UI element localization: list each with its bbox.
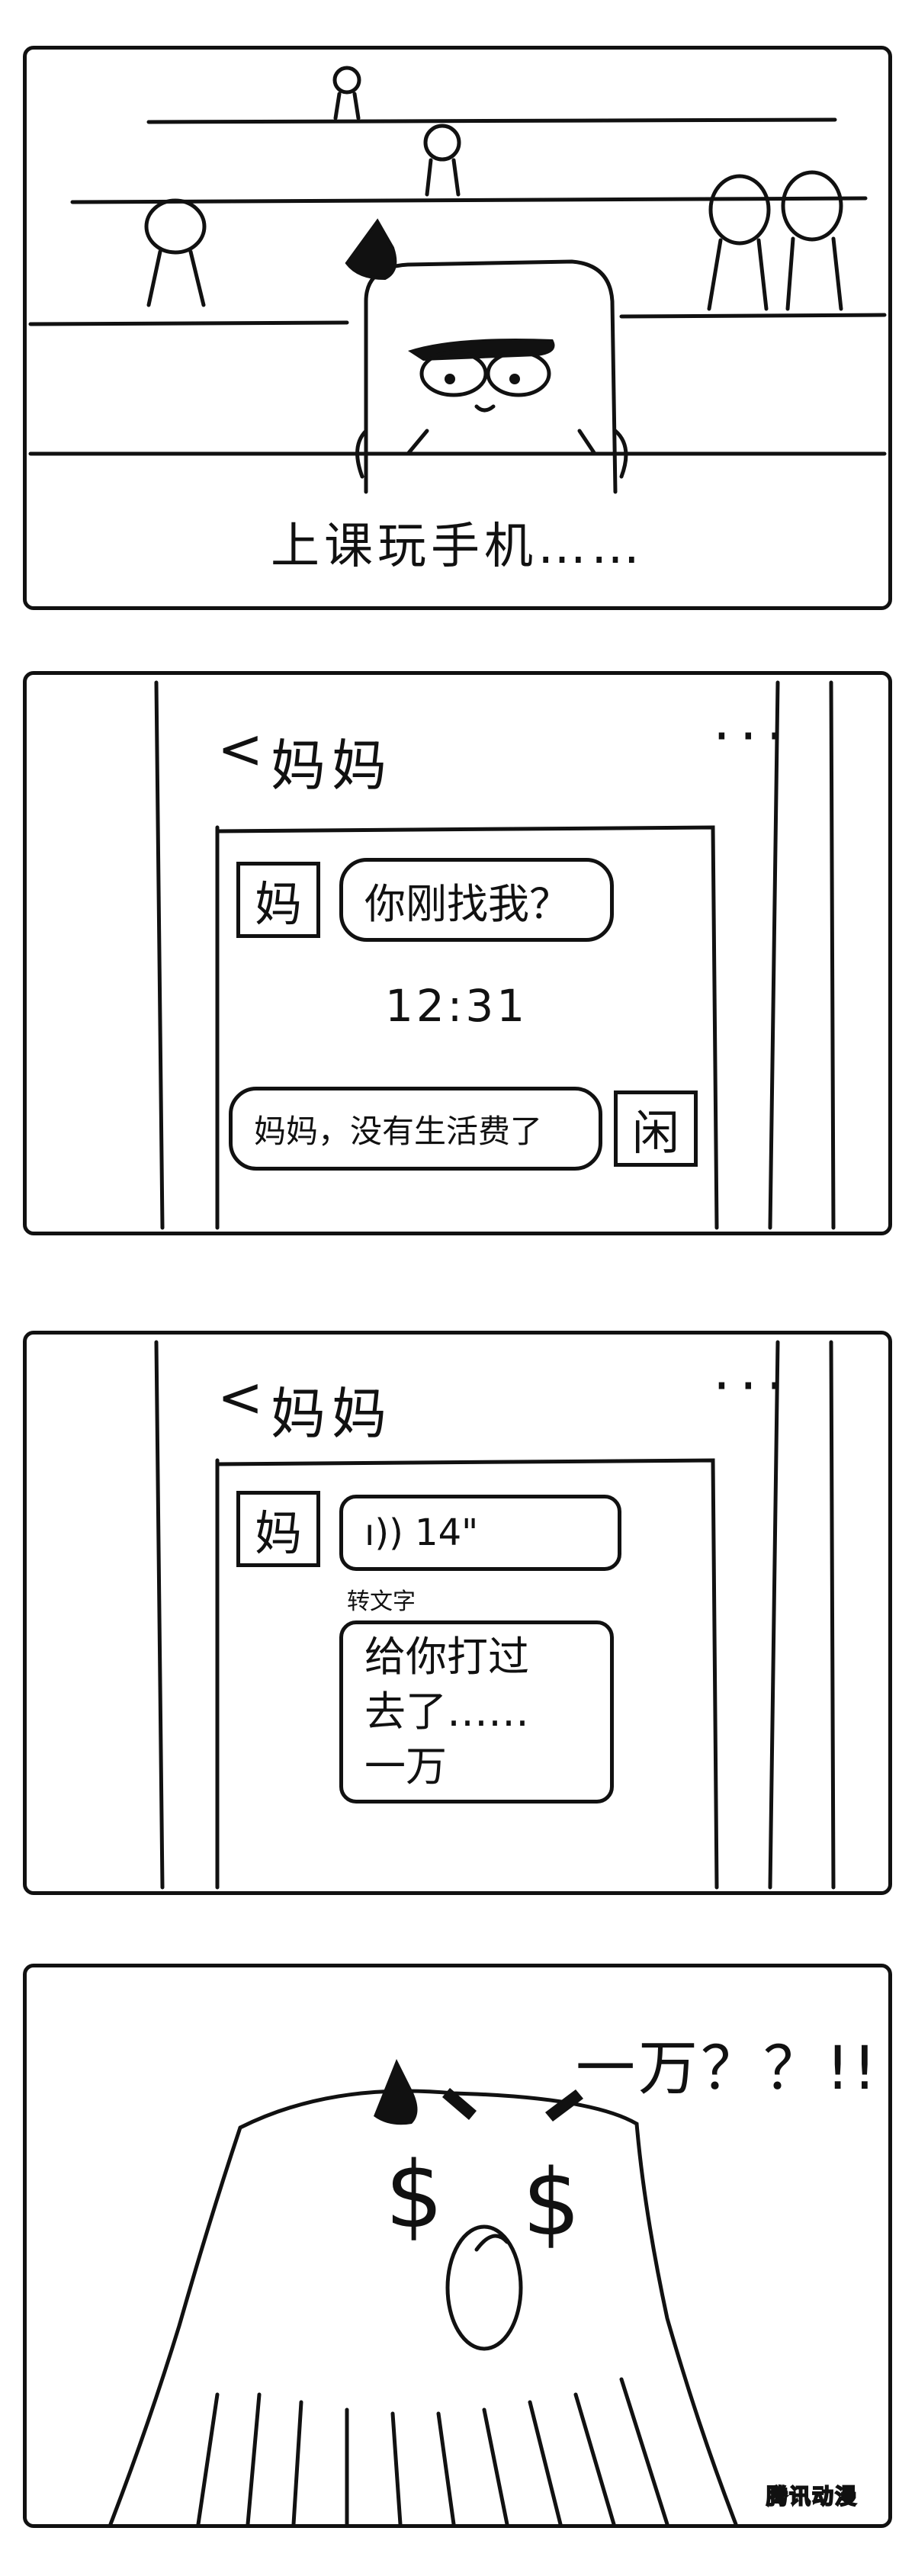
- back-chevron-icon[interactable]: <: [217, 717, 264, 781]
- more-menu-icon[interactable]: ···: [713, 704, 793, 768]
- transcribed-text-bubble: 给你打过 去了…… 一万: [339, 1620, 614, 1804]
- panel-classroom: 上课玩手机……: [23, 46, 892, 610]
- mom-avatar: 妈: [236, 862, 320, 938]
- my-message-text: 妈妈，没有生活费了: [254, 1112, 543, 1150]
- my-message-bubble: 妈妈，没有生活费了: [229, 1087, 602, 1171]
- transcribed-line-3: 一万: [364, 1742, 447, 1791]
- mom-message-text: 你刚找我？: [364, 879, 570, 928]
- dollar-eye-left: $: [385, 2143, 444, 2249]
- mom-avatar: 妈: [236, 1491, 320, 1567]
- panel-chat-request: < 妈妈 ··· 妈 你刚找我？ 12:31 妈妈，没有生活费了 闲: [23, 671, 892, 1235]
- voice-message-duration: ı)) 14": [364, 1511, 479, 1554]
- chat-title: 妈妈: [271, 734, 393, 798]
- panel-shock: $ $ 一万？？!! 腾讯动漫: [23, 1964, 892, 2528]
- voice-message-bubble[interactable]: ı)) 14": [339, 1495, 621, 1571]
- my-avatar: 闲: [614, 1090, 698, 1167]
- transcribed-line-1: 给你打过: [364, 1633, 529, 1681]
- shocked-character-drawing: [108, 2059, 738, 2524]
- mom-message-bubble: 你刚找我？: [339, 858, 614, 942]
- watermark-logo: 腾讯动漫: [766, 2483, 858, 2510]
- phone-frame-drawing: [154, 1340, 836, 1890]
- chat-title: 妈妈: [271, 1382, 393, 1446]
- transcribe-button[interactable]: 转文字: [347, 1588, 416, 1615]
- more-menu-icon[interactable]: ···: [713, 1354, 793, 1418]
- transcribed-line-2: 去了……: [364, 1688, 529, 1736]
- panel-caption: 上课玩手机……: [271, 519, 644, 575]
- message-timestamp: 12:31: [385, 980, 528, 1032]
- panel-chat-reply: < 妈妈 ··· 妈 ı)) 14" 转文字 给你打过 去了…… 一万: [23, 1331, 892, 1895]
- dollar-eye-right: $: [522, 2150, 581, 2256]
- classroom-drawing: [28, 66, 887, 494]
- back-chevron-icon[interactable]: <: [217, 1365, 264, 1429]
- exclamation-text: 一万？？!!: [576, 2035, 880, 2103]
- phone-frame-drawing: [154, 680, 836, 1230]
